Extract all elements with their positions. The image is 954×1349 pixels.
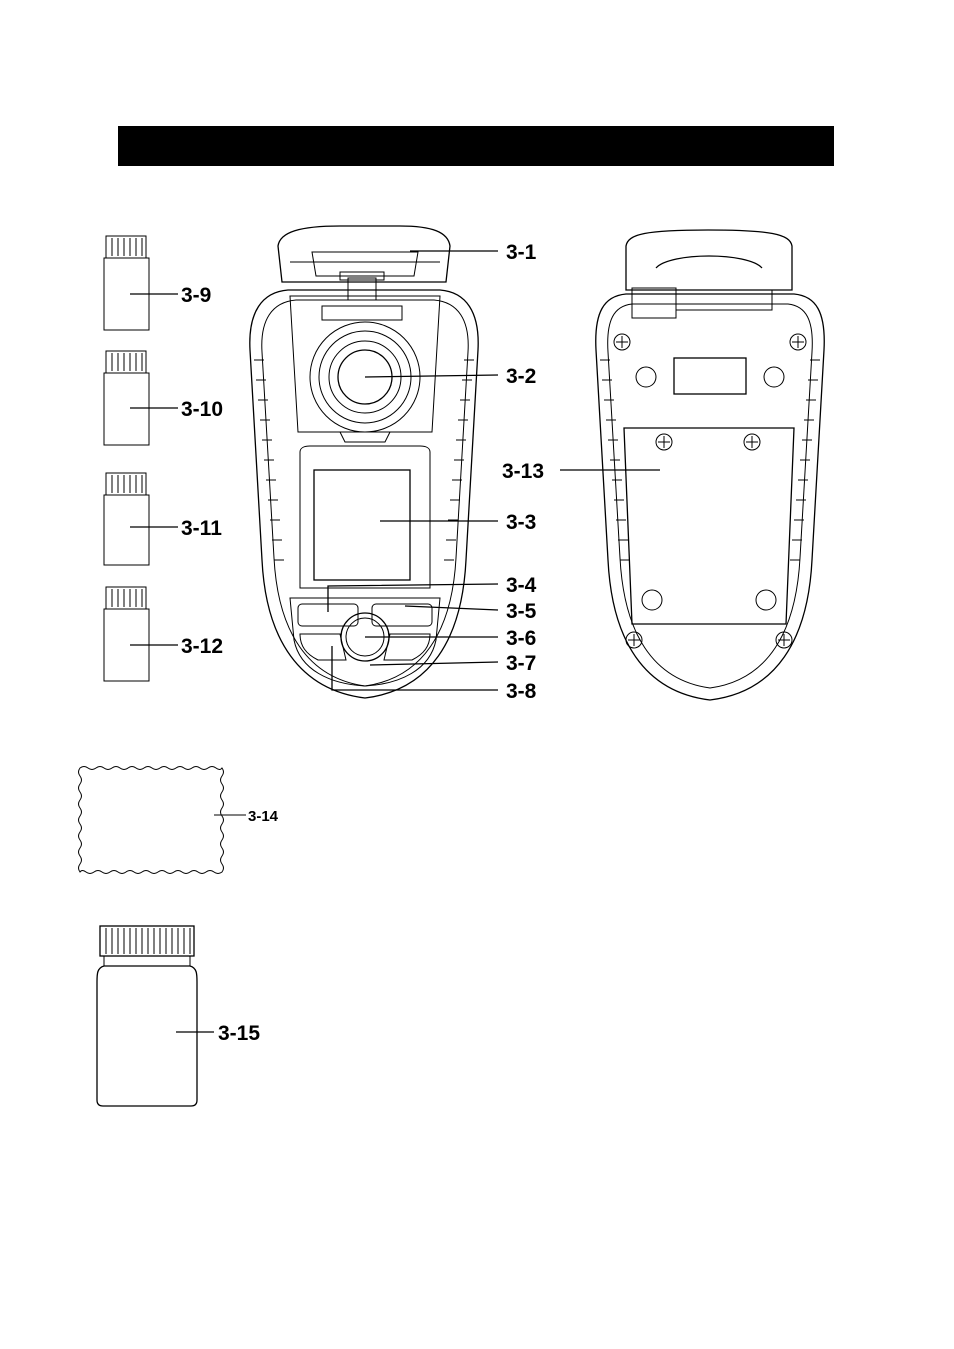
callout-3-14: 3-14 — [248, 808, 279, 825]
callout-3-11: 3-11 — [181, 517, 222, 540]
callout-3-7: 3-7 — [506, 652, 536, 675]
meter-front-icon — [249, 225, 479, 699]
bottle-icon — [96, 925, 198, 1107]
callout-3-9: 3-9 — [181, 284, 211, 307]
screw-icon — [655, 433, 673, 451]
callout-3-3: 3-3 — [506, 511, 536, 534]
screw-icon — [743, 433, 761, 451]
vial-icon — [103, 472, 150, 566]
callout-3-4: 3-4 — [506, 574, 537, 597]
vial-icon — [103, 586, 150, 682]
cleaning-cloth-icon — [78, 766, 224, 874]
callout-3-12: 3-12 — [181, 635, 223, 658]
callout-3-10: 3-10 — [181, 398, 223, 421]
screw-icon — [775, 631, 793, 649]
screw-icon — [613, 333, 631, 351]
screw-icon — [625, 631, 643, 649]
callout-3-5: 3-5 — [506, 600, 537, 623]
callout-3-1: 3-1 — [506, 241, 537, 264]
meter-back-icon — [595, 229, 825, 701]
screw-icon — [789, 333, 807, 351]
callout-3-8: 3-8 — [506, 680, 537, 703]
callout-3-6: 3-6 — [506, 627, 536, 650]
callout-3-2: 3-2 — [506, 365, 536, 388]
vial-icon — [103, 235, 150, 331]
callout-3-15: 3-15 — [218, 1022, 260, 1045]
vial-icon — [103, 350, 150, 446]
callout-3-13: 3-13 — [502, 460, 544, 483]
section-header-bar — [118, 126, 834, 166]
